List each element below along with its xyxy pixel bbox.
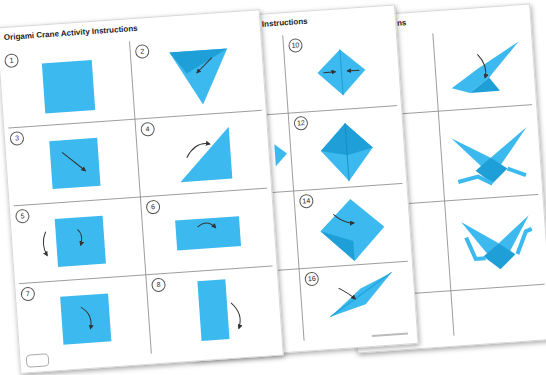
step-number: 5 [15, 209, 30, 224]
step-number: 6 [146, 200, 161, 215]
step-number: 16 [304, 271, 319, 286]
step-number: 8 [151, 277, 166, 292]
step-number: 14 [299, 194, 314, 209]
sheet-illustration [0, 10, 283, 372]
step-number: 3 [10, 131, 25, 146]
step-number: 12 [293, 116, 308, 131]
step-number: 2 [135, 44, 150, 59]
sheet-title: Origami Crane Activity Instructions [4, 24, 138, 42]
instruction-sheet: Origami Crane Activity Instructions 1 2 3 4 5… [0, 9, 284, 374]
step-number: 4 [140, 122, 155, 137]
sheet-title: Instructions [262, 17, 308, 29]
step-number: 10 [288, 38, 303, 53]
step-number: 7 [20, 287, 35, 302]
sheet-title: ns [397, 18, 407, 28]
step-number: 1 [4, 53, 19, 68]
